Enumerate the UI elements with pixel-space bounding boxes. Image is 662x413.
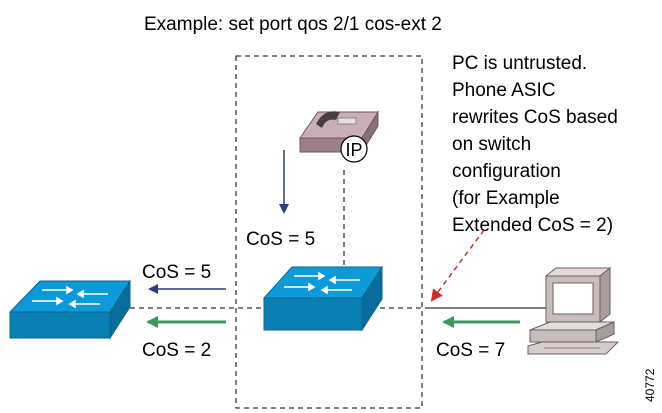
pc-icon <box>527 266 620 355</box>
cos-upper-left-label: CoS = 5 <box>142 262 211 283</box>
cos-pc-label: CoS = 7 <box>436 340 505 361</box>
note-line: Phone ASIC <box>452 80 556 101</box>
cos-lower-left-label: CoS = 2 <box>142 340 211 361</box>
note-line: (for Example <box>452 188 560 209</box>
rewrite-pointer-arrow <box>430 229 485 302</box>
note-line: on switch <box>452 134 531 155</box>
cos-phone-label: CoS = 5 <box>246 229 315 250</box>
note-line: configuration <box>452 161 561 182</box>
note-line: rewrites CoS based <box>452 107 618 128</box>
center-switch-icon <box>262 265 383 332</box>
figure-number: 40772 <box>643 368 657 402</box>
rewrite-note: PC is untrusted. Phone ASIC rewrites CoS… <box>452 53 618 236</box>
ip-badge-label: IP <box>345 140 362 160</box>
ip-badge-icon <box>340 135 368 163</box>
diagram-title: Example: set port qos 2/1 cos-ext 2 <box>144 14 442 35</box>
note-line: Extended CoS = 2) <box>452 215 613 236</box>
ip-phone-icon: IP <box>299 110 379 163</box>
left-switch-icon <box>8 279 131 340</box>
access-switch-boundary <box>235 55 423 409</box>
note-line: PC is untrusted. <box>452 53 587 74</box>
